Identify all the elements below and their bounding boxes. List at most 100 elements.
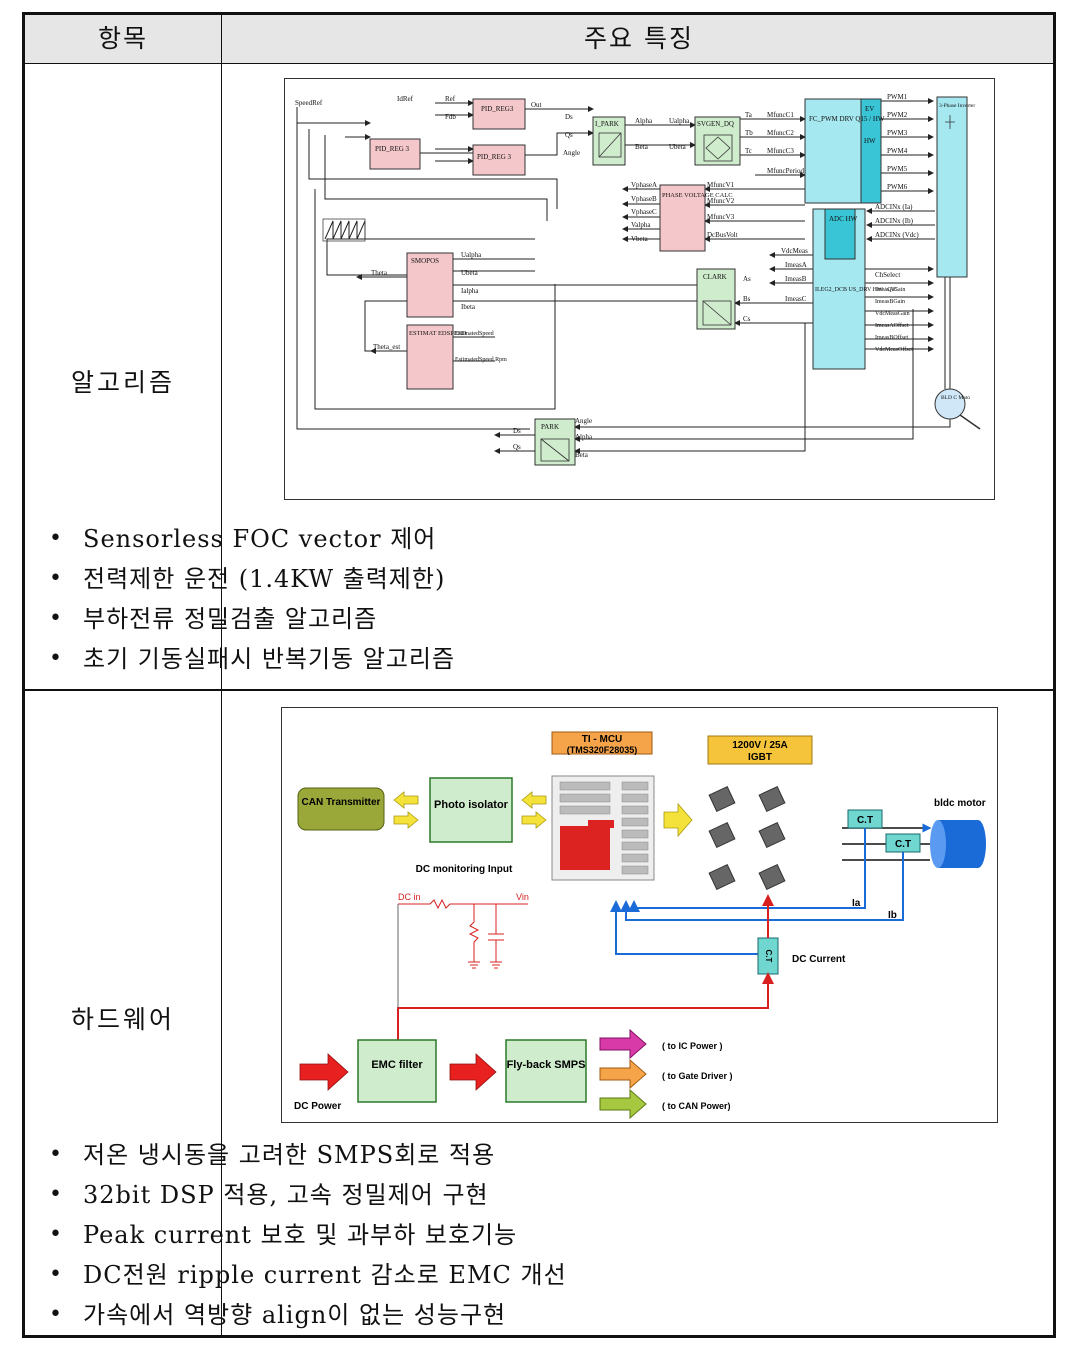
ct-b: C.T <box>895 839 911 850</box>
pid-reg3-top-label: PID_REG3 <box>481 105 514 113</box>
sig-pwm1: PWM1 <box>887 93 908 101</box>
sig-pwm3: PWM3 <box>887 129 908 137</box>
sig-adc-ib: ADCINx (Ib) <box>875 217 914 225</box>
fc-pwm-label: FC_PWM DRV Q15 / HW <box>809 115 885 123</box>
sig-bs: Bs <box>743 295 751 303</box>
row-label-hardware: 하드웨어 <box>70 1005 175 1034</box>
ia-label: Ia <box>852 898 861 909</box>
sig-theta-est: Theta_est <box>373 343 400 351</box>
list-item: •가속에서 역방향 align이 없는 성능구현 <box>49 1301 507 1329</box>
motor-label: bldc motor <box>934 798 986 809</box>
sig-ibeta: Ibeta <box>461 303 476 311</box>
mcu-tag: TI - MCU <box>582 734 623 745</box>
sig-tb: Tb <box>745 129 753 137</box>
ev-label: EV <box>865 105 874 113</box>
row-divider <box>25 689 1053 691</box>
sig-va: VphaseA <box>631 181 657 189</box>
sig-adc-vdc: ADCINx (Vdc) <box>875 231 919 239</box>
sig-out: Out <box>531 101 542 109</box>
svgen-label: SVGEN_DQ <box>697 120 734 128</box>
hw-label: HW <box>864 137 876 145</box>
ct-dc: C.T <box>764 950 773 963</box>
sig-cs: Cs <box>743 315 751 323</box>
sig-pwm5: PWM5 <box>887 165 908 173</box>
dc-power-label: DC Power <box>294 1101 341 1112</box>
dc-current-label: DC Current <box>792 954 846 965</box>
sig-idref: IdRef <box>397 95 414 103</box>
estimated-speed-label: ESTIMAT EDSPEED <box>409 330 467 337</box>
ct-a: C.T <box>857 815 873 826</box>
motor-label: BLD C Mato <box>941 395 970 401</box>
ileg-label: ILEG2_DCB US_DRV HW / Q15 <box>815 287 898 293</box>
sig-est-pu: EstimatedSpeed <box>455 331 494 337</box>
sig-again: ImeasAGain <box>875 287 905 293</box>
ipark-label: I_PARK <box>595 120 619 128</box>
header-features: 주요 특징 <box>584 24 694 53</box>
igbt-tag: 1200V / 25A <box>732 740 788 751</box>
to-gate-label: ( to Gate Driver ) <box>662 1071 733 1081</box>
sig-beta: Beta <box>635 143 649 151</box>
sig-ualpha: Ualpha <box>669 117 690 125</box>
inverter-label: 3-Phase Inverter <box>939 103 975 109</box>
algorithm-feature-list: •Sensorless FOC vector 제어 •전력제한 운전 (1.4K… <box>25 519 455 679</box>
sig-mfunc2: MfuncC2 <box>767 129 794 137</box>
list-item: •DC전원 ripple current 감소로 EMC 개선 <box>49 1261 567 1289</box>
sig-ialpha: Ialpha <box>461 287 479 295</box>
vin-label: Vin <box>516 892 529 902</box>
sig-mfuncp: MfuncPeriod <box>767 167 804 175</box>
sig-imeasc: ImeasC <box>785 295 807 303</box>
sig-valpha: Valpha <box>631 221 651 229</box>
sig-dcbus: DcBusVolt <box>707 231 738 239</box>
sig-bgain: ImeasBGain <box>875 299 905 305</box>
sig-ref: Ref <box>445 95 456 103</box>
list-item: •초기 기동실패시 반복기동 알고리즘 <box>49 645 456 673</box>
to-ic-label: ( to IC Power ) <box>662 1041 723 1051</box>
sig-qs: Qs <box>565 131 573 139</box>
list-item: •전력제한 운전 (1.4KW 출력제한) <box>49 565 446 593</box>
sig-imeasb: ImeasB <box>785 275 807 283</box>
sig-v3: MfuncV3 <box>707 213 735 221</box>
sig-angle: Angle <box>563 149 580 157</box>
list-item: •32bit DSP 적용, 고속 정밀제어 구현 <box>49 1181 489 1209</box>
sig-est-rpm: EstimatedSpeed Rpm <box>455 357 507 363</box>
park-label: PARK <box>541 423 559 431</box>
pid-reg3-left-label: PID_REG 3 <box>375 145 410 153</box>
dc-in-label: DC in <box>398 892 421 902</box>
emc-label: EMC filter <box>371 1059 423 1071</box>
sig-park-ds: Ds <box>513 427 521 435</box>
list-item: •Sensorless FOC vector 제어 <box>49 525 437 553</box>
sig-mfunc1: MfuncC1 <box>767 111 794 119</box>
sig-pwm6: PWM6 <box>887 183 908 191</box>
column-divider <box>221 15 222 1335</box>
sig-smo-ualpha: Ualpha <box>461 251 482 259</box>
sig-ds: Ds <box>565 113 573 121</box>
sig-v1: MfuncV1 <box>707 181 735 189</box>
photo-isolator-label: Photo isolator <box>434 799 509 811</box>
phase-voltage-label: PHASE VOLTAGE CALC <box>662 192 733 199</box>
sig-park-alpha: Alpha <box>575 433 593 441</box>
sig-fdb: Fdb <box>445 113 456 121</box>
sig-as: As <box>743 275 751 283</box>
pid-reg3-mid-label: PID_REG 3 <box>477 153 512 161</box>
sig-chsel: ChSelect <box>875 271 900 279</box>
sig-speedref: SpeedRef <box>295 99 323 107</box>
smopos-label: SMOPOS <box>411 257 439 265</box>
dc-monitoring-line1: DC monitoring Input <box>416 864 513 875</box>
sig-smo-ubeta: Ubeta <box>461 269 479 277</box>
header-item: 항목 <box>97 24 148 53</box>
hardware-block-diagram: CAN Transmitter Photo isolator TI - MCU … <box>281 707 998 1123</box>
to-can-label: ( to CAN Power) <box>662 1101 731 1111</box>
sig-voff: VdcMeasOffset <box>875 346 913 353</box>
sig-aoff: ImeasAOffset <box>875 322 909 329</box>
ib-label: Ib <box>888 910 897 921</box>
sig-mfunc3: MfuncC3 <box>767 147 794 155</box>
sig-theta: Theta <box>371 269 388 277</box>
sig-boff: ImeasBOffset <box>875 334 909 341</box>
sig-vgain: VdcMeasGain <box>875 311 910 317</box>
sig-imeasa: ImeasA <box>785 261 807 269</box>
sig-vc: VphaseC <box>631 208 657 216</box>
sig-ta: Ta <box>745 111 753 119</box>
sig-park-qs: Qs <box>513 443 521 451</box>
feature-table: 항목 주요 특징 알고리즘 하드웨어 <box>22 12 1056 1338</box>
algorithm-block-diagram: PID_REG3 PID_REG 3 PID_REG 3 I_PARK SVGE… <box>284 78 995 500</box>
